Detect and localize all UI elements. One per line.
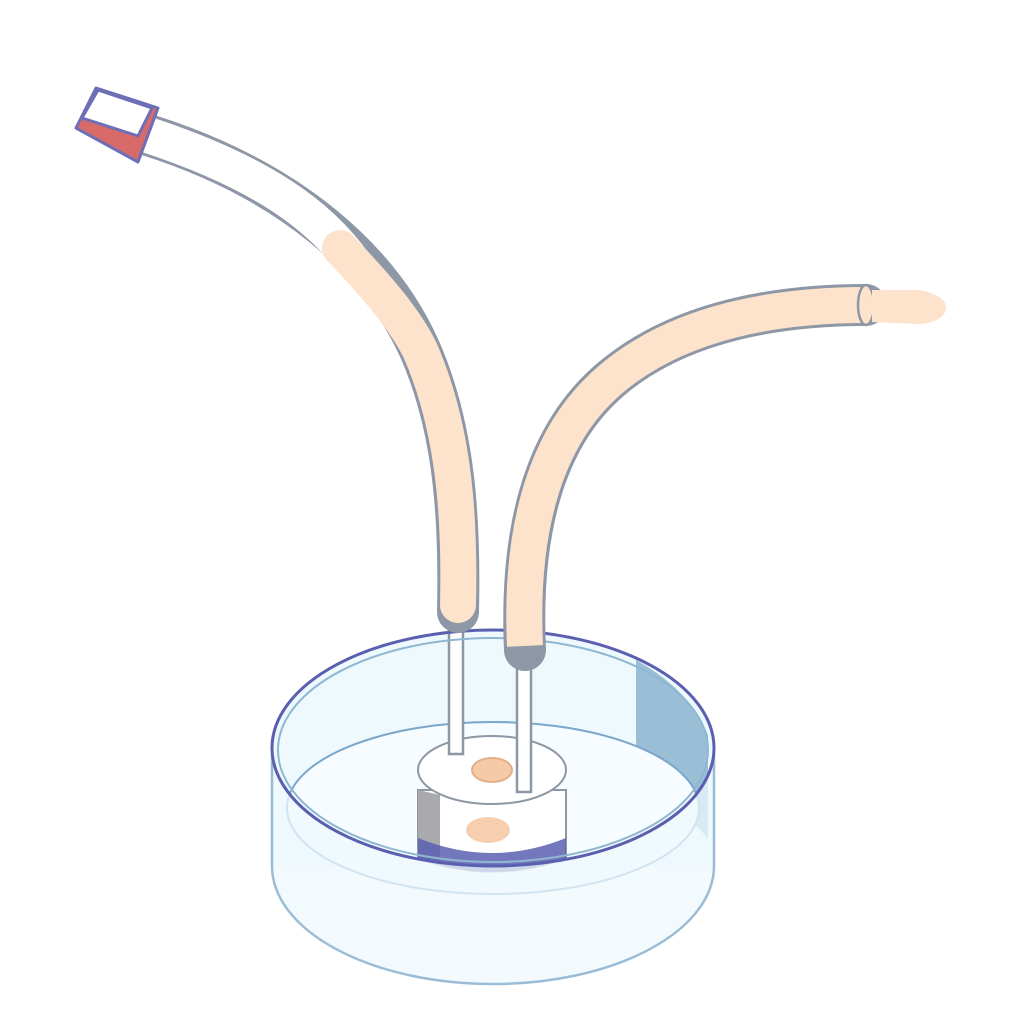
stopper-top-spot [471, 757, 513, 783]
right-tube-end [856, 283, 876, 327]
right-tube-outline [503, 284, 887, 671]
stopper-side-spot [466, 817, 510, 843]
right-tube-outflow [872, 290, 947, 324]
right-needle [515, 654, 533, 794]
tube-end-cap [74, 86, 160, 164]
dish-rim [270, 628, 716, 868]
left-tube-fill [322, 230, 477, 623]
right-tube-fill [506, 287, 867, 647]
dish-rim-inner [277, 637, 709, 863]
right-tube [503, 283, 947, 671]
left-tube [127, 114, 480, 633]
stopper-block [417, 735, 567, 873]
cap-top-face [80, 88, 154, 138]
petri-dish-front [270, 628, 716, 986]
